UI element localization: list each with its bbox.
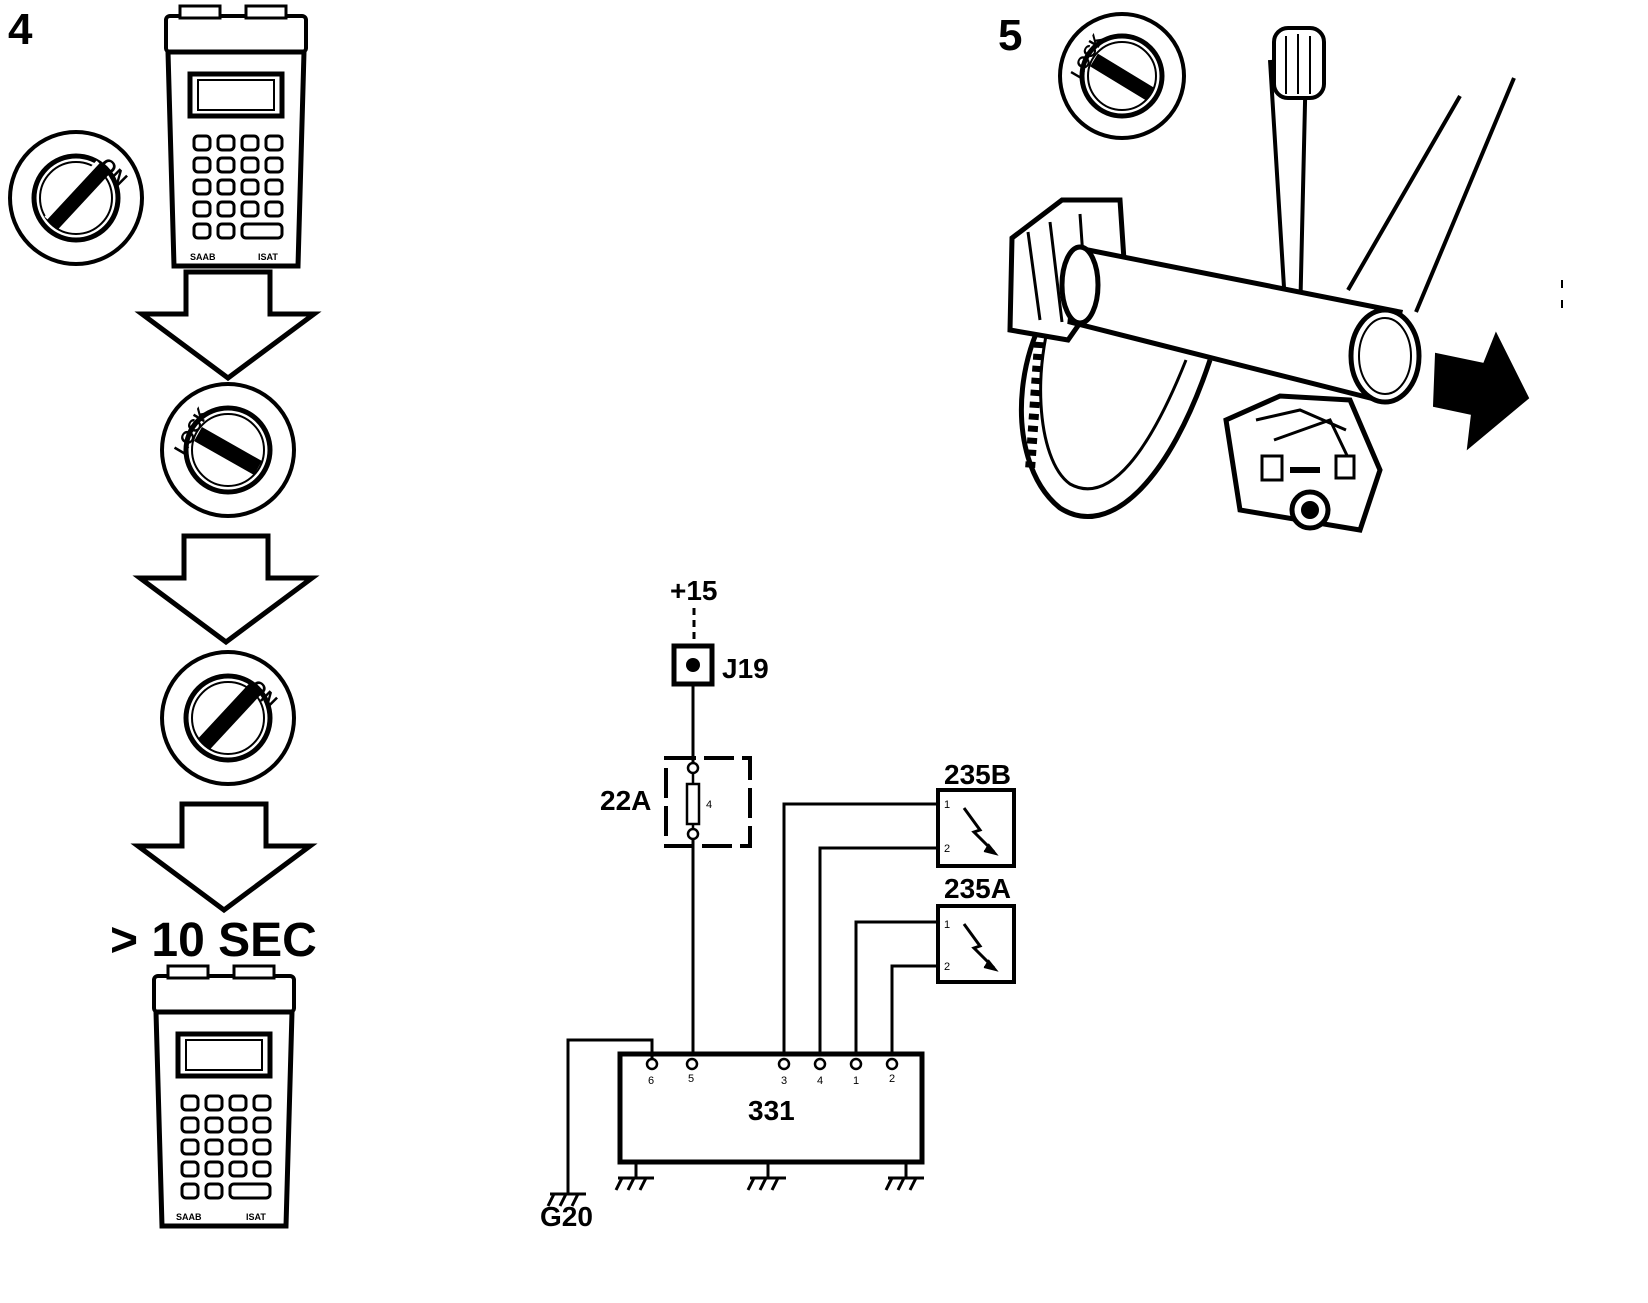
wiring-diagram: +15 J19 4 22A 235B 1 2 235A 1 2: [540, 575, 1016, 1232]
control-module-label: 331: [748, 1095, 795, 1126]
ignition-switch-lock-2: LOCK: [1058, 12, 1186, 140]
ignition-switch-on-1: ON: [10, 132, 142, 264]
steering-column-illustration: [1007, 26, 1516, 533]
sensor-b-pin-1: 1: [944, 799, 950, 811]
sensor-b-pin-2: 2: [944, 843, 950, 855]
tester-brand-left-2: SAAB: [176, 1212, 202, 1222]
fuse-box-22a: [664, 756, 752, 848]
sensor-a-pin-2: 2: [944, 961, 950, 973]
fuse-number: 4: [706, 799, 712, 811]
module-pin-5: 5: [688, 1073, 694, 1085]
module-pin-6: 6: [648, 1075, 654, 1087]
diagnostic-tester-bottom: SAAB ISAT: [154, 966, 294, 1226]
sequence-arrow-3: [138, 804, 310, 910]
fuse-label: 22A: [600, 785, 651, 816]
junction-label: J19: [722, 653, 769, 684]
step-4-number: 4: [8, 5, 33, 54]
fuse-element: [685, 782, 701, 826]
module-pin-4: 4: [817, 1075, 823, 1087]
module-pin-1: 1: [853, 1075, 859, 1087]
step-5-number: 5: [998, 11, 1022, 60]
tester-brand-right: ISAT: [258, 252, 278, 262]
module-ground-1: [614, 1160, 656, 1192]
tester-brand-right-2: ISAT: [246, 1212, 266, 1222]
sensor-a-label: 235A: [944, 873, 1011, 904]
ignition-switch-lock: LOCK: [162, 384, 294, 516]
ground-label: G20: [540, 1201, 593, 1232]
diagnostic-tester-top: SAAB ISAT: [166, 6, 306, 266]
tester-brand-left: SAAB: [190, 252, 216, 262]
sequence-arrow-1: [142, 272, 314, 378]
module-pin-2: 2: [889, 1073, 895, 1085]
pull-direction-arrow: [1432, 331, 1530, 451]
sequence-arrow-2: [140, 536, 312, 642]
ignition-switch-on-2: ON: [162, 652, 294, 784]
module-ground-2: [746, 1160, 788, 1192]
sensor-b-label: 235B: [944, 759, 1011, 790]
wait-time-label: > 10 SEC: [110, 914, 317, 967]
control-module-331: [617, 1051, 925, 1165]
sensor-a-pin-1: 1: [944, 919, 950, 931]
module-pin-3: 3: [781, 1075, 787, 1087]
supply-label: +15: [670, 575, 718, 606]
module-ground-3: [884, 1160, 926, 1192]
